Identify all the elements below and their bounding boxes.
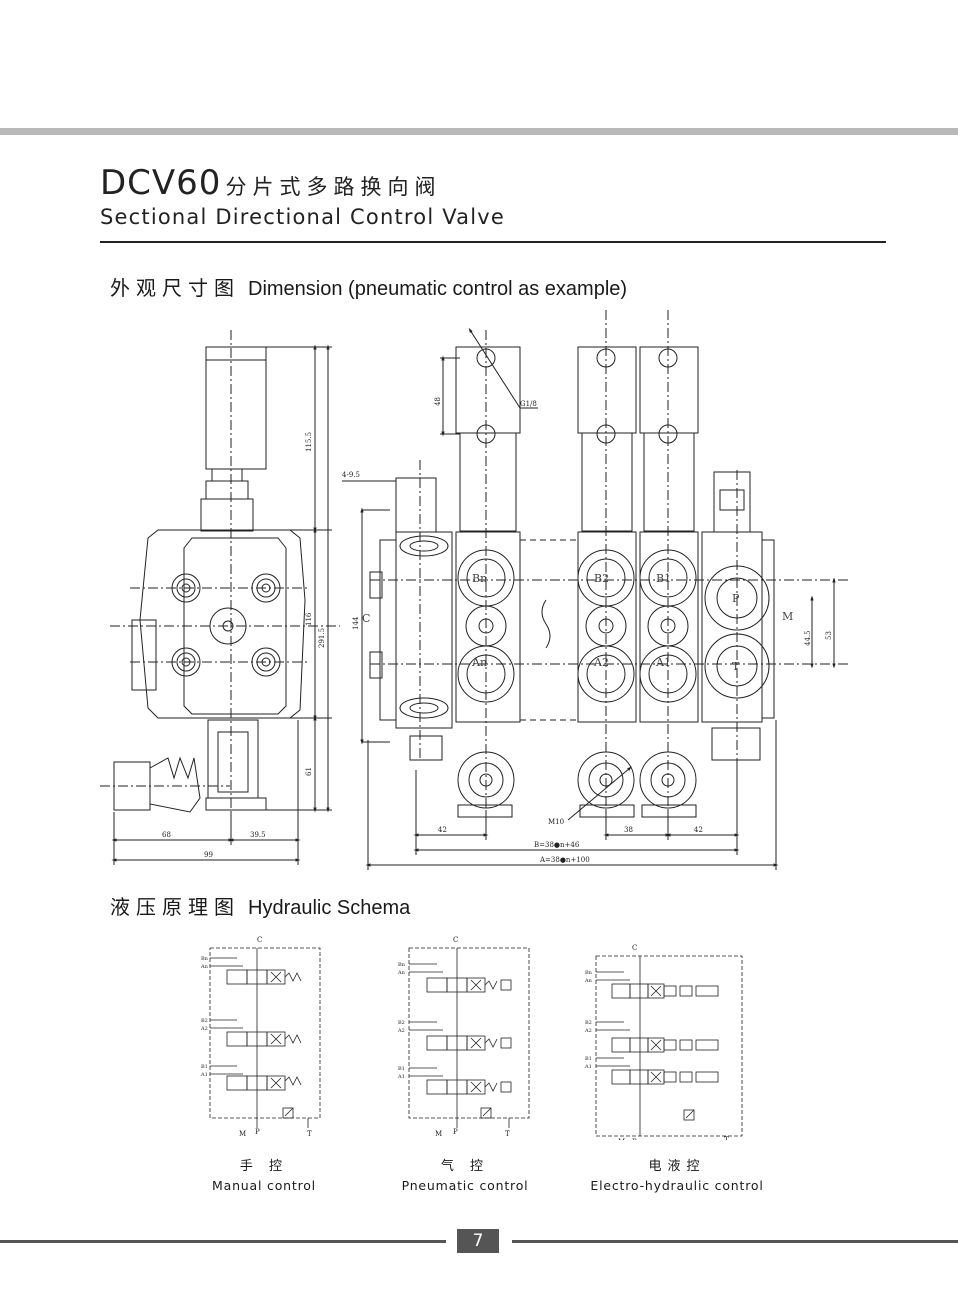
schema-manual-port: Bn [201, 956, 209, 962]
schema-pneumatic-port: B2 [398, 1020, 405, 1026]
schema-pneumatic-p: P [453, 1128, 458, 1136]
schema-electro-c: C [632, 944, 637, 952]
schema-heading-cn: 液压原理图 [110, 895, 240, 919]
port-bn: Bn [472, 572, 487, 585]
schema-electro-port: Bn [585, 970, 593, 976]
schema-electro-port: A1 [584, 1064, 592, 1070]
dim-291-5: 291.5 [318, 628, 326, 648]
schema-pneumatic-port: A2 [397, 1028, 405, 1034]
footer-line-right [512, 1240, 958, 1243]
footer-line-left [0, 1240, 446, 1243]
schema-pneumatic-c: C [453, 936, 458, 944]
dimension-heading-en: Dimension (pneumatic control as example) [248, 278, 628, 300]
schema-heading-en: Hydraulic Schema [248, 897, 411, 919]
title-line: DCV60 分片式多路换向阀 [100, 163, 505, 203]
dim-38: 38 [624, 826, 633, 834]
title-block: DCV60 分片式多路换向阀 Sectional Directional Con… [100, 163, 505, 229]
schema-manual-p: P [255, 1128, 260, 1136]
schema-pneumatic-port: An [397, 970, 406, 976]
schema-manual-t: T [307, 1130, 312, 1138]
model-code: DCV60 [100, 163, 222, 203]
schema-pneumatic-label: 气 控 Pneumatic control [345, 1155, 585, 1193]
schema-manual-m: M [239, 1130, 246, 1138]
schema-manual-port: An [200, 964, 209, 970]
port-p: P [732, 592, 740, 605]
dim-115-5: 115.5 [305, 432, 313, 452]
port-b2: B2 [594, 572, 609, 585]
section-n [455, 346, 521, 818]
side-actuator-housing [205, 346, 267, 470]
port-a1: A1 [655, 656, 671, 669]
dim-116: 116 [305, 612, 313, 626]
dimension-heading-cn: 外观尺寸图 [110, 276, 240, 300]
port-m: M [782, 610, 793, 623]
dim-m10: M10 [548, 818, 564, 826]
dim-39-5: 39.5 [250, 831, 266, 839]
schema-electro-label: 电液控 Electro-hydraulic control [557, 1155, 797, 1193]
dim-61: 61 [305, 767, 313, 776]
manual-label-en: Manual control [212, 1178, 316, 1193]
dim-b-formula: B=38●n+46 [534, 841, 580, 849]
title-english: Sectional Directional Control Valve [100, 205, 506, 229]
schema-manual-port: A2 [200, 1026, 208, 1032]
dim-99: 99 [204, 851, 213, 859]
dim-42-right: 42 [694, 826, 703, 834]
schema-pneumatic-port: B1 [398, 1066, 405, 1072]
dim-144: 144 [352, 616, 360, 630]
dim-48: 48 [434, 397, 442, 406]
dim-g18: G1/8 [520, 400, 537, 408]
port-b1: B1 [656, 572, 671, 585]
schema-electro-port: B2 [585, 1020, 592, 1026]
dim-68: 68 [162, 831, 171, 839]
schema-heading: 液压原理图 Hydraulic Schema [110, 891, 410, 920]
inlet-end-cover [395, 531, 453, 729]
port-an: An [471, 656, 487, 669]
schema-electro-t: T [724, 1136, 729, 1140]
dimension-heading: 外观尺寸图 Dimension (pneumatic control as ex… [110, 272, 627, 301]
dim-a-formula: A=38●n+100 [539, 856, 590, 864]
port-c: C [362, 612, 370, 625]
top-bar [0, 128, 958, 135]
schema-manual-port: B1 [201, 1064, 208, 1070]
electro-label-cn: 电液控 [648, 1159, 706, 1174]
dimension-drawing: 115.5 116 291.5 61 48 G1/8 4-9.5 144 68 … [100, 310, 850, 870]
dim-42-left: 42 [438, 826, 447, 834]
schema-pneumatic-m: M [435, 1130, 442, 1138]
side-valve-body [139, 529, 306, 719]
schema-electro-p: P [632, 1138, 637, 1140]
schema-electro-port: B1 [585, 1056, 592, 1062]
schema-electro-port: An [584, 978, 593, 984]
schema-manual-label: 手 控 Manual control [144, 1155, 384, 1193]
schema-electro-port: A2 [584, 1028, 592, 1034]
schema-pneumatic: C Bn An B2 A2 B1 A1 M P T [397, 936, 530, 1138]
schema-manual-port: A1 [200, 1072, 208, 1078]
schema-electro-m: M [618, 1138, 625, 1140]
schema-electro-hydraulic: C Bn An B2 A2 B1 A1 M P T [584, 944, 743, 1140]
electro-label-en: Electro-hydraulic control [590, 1178, 764, 1193]
dim-44-5: 44.5 [804, 630, 812, 646]
port-t: T [732, 660, 740, 673]
dim-53: 53 [825, 631, 833, 640]
pneumatic-label-en: Pneumatic control [401, 1178, 529, 1193]
schema-manual-port: B2 [201, 1018, 208, 1024]
title-rule [100, 241, 886, 243]
schema-pneumatic-port: A1 [397, 1074, 405, 1080]
port-a2: A2 [593, 656, 609, 669]
title-chinese: 分片式多路换向阀 [225, 175, 442, 199]
pneumatic-label-cn: 气 控 [440, 1159, 490, 1174]
page-number: 7 [457, 1229, 499, 1253]
schema-pneumatic-port: Bn [398, 962, 406, 968]
schema-manual: C Bn An B2 A2 B1 A1 M P T [200, 936, 321, 1138]
schema-pneumatic-t: T [505, 1130, 510, 1138]
schema-manual-c: C [257, 936, 262, 944]
manual-label-cn: 手 控 [239, 1159, 289, 1174]
dim-4-9-5: 4-9.5 [342, 471, 360, 479]
